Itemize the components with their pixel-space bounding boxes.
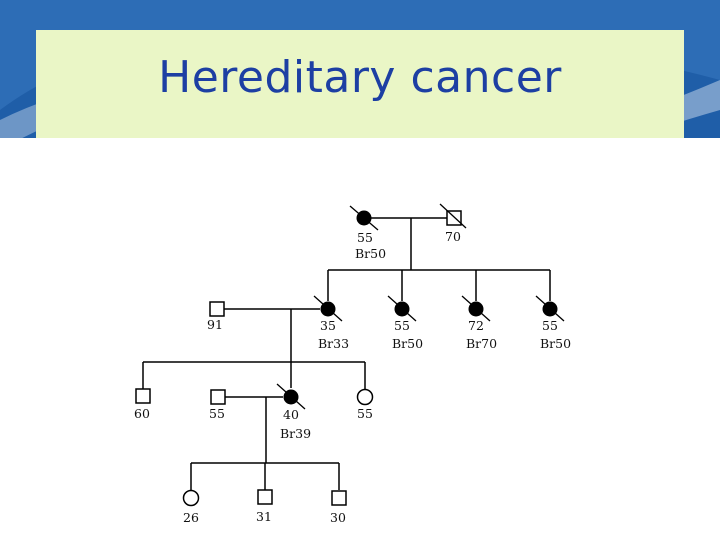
gen1-grandmother: 55 Br50 <box>349 205 386 261</box>
age-label: 35 <box>320 318 336 333</box>
gen3-son-60: 60 <box>134 388 151 421</box>
gen4-grandson-31: 31 <box>256 489 273 524</box>
gen2-daughter-72: 72 Br70 <box>461 295 497 351</box>
age-label: 60 <box>134 406 150 421</box>
age-label: 40 <box>283 407 299 422</box>
gen1-grandfather: 70 <box>439 203 467 244</box>
age-label: 55 <box>209 406 225 421</box>
age-label: 26 <box>183 510 199 525</box>
gen2-daughter-55b: 55 Br50 <box>535 295 571 351</box>
pedigree-canvas <box>0 138 720 540</box>
gen2-daughter-55a: 55 Br50 <box>387 295 423 351</box>
age-label: 55 <box>357 406 373 421</box>
gen2-daughter-35: 35 Br33 <box>313 295 349 351</box>
cancer-label: Br50 <box>392 336 423 351</box>
gen3-spouse-55: 55 <box>209 389 226 421</box>
age-label: 70 <box>445 229 461 244</box>
age-label: 30 <box>330 510 346 525</box>
gen4-granddaughter-26: 26 <box>182 489 200 525</box>
age-label: 31 <box>256 509 272 524</box>
cancer-label: Br39 <box>280 426 311 441</box>
gen4-grandson-30: 30 <box>330 490 347 525</box>
age-label: 72 <box>468 318 484 333</box>
cancer-label: Br70 <box>466 336 497 351</box>
cancer-label: Br50 <box>540 336 571 351</box>
gen3-daughter-55: 55 <box>356 388 374 421</box>
gen3-daughter-40: 40 Br39 <box>276 383 311 441</box>
cancer-label: Br50 <box>355 246 386 261</box>
age-label: 55 <box>394 318 410 333</box>
cancer-label: Br33 <box>318 336 349 351</box>
gen2-spouse-91: 91 <box>207 301 225 332</box>
title-box <box>36 30 684 138</box>
age-label: 55 <box>542 318 558 333</box>
age-label: 55 <box>357 230 373 245</box>
slide-title: Hereditary cancer <box>158 52 562 103</box>
age-label: 91 <box>207 317 223 332</box>
